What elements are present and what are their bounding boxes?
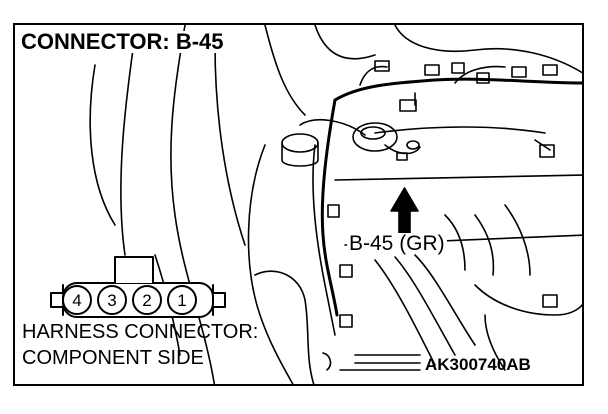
- component-side-label: COMPONENT SIDE: [22, 347, 204, 369]
- pin-label-3: 3: [107, 291, 117, 310]
- pin-label-2: 2: [142, 291, 152, 310]
- wiring-harness: [312, 65, 582, 336]
- figure-code-rule: [322, 352, 421, 371]
- harness-connector-drawing: [50, 256, 226, 318]
- pin-label-1: 1: [177, 291, 187, 310]
- harness-connector-label: HARNESS CONNECTOR:: [22, 321, 259, 343]
- connector-callout-label: B-45 (GR): [347, 232, 447, 255]
- harness-connectors: [327, 60, 558, 328]
- pin-label-4: 4: [72, 291, 82, 310]
- figure-code: AK300740AB: [425, 355, 531, 374]
- sensor-body: [352, 122, 421, 161]
- callout-arrow: [390, 187, 419, 237]
- diagram-title: CONNECTOR: B-45: [21, 31, 228, 53]
- lower-hoses: [374, 204, 582, 371]
- reservoir-cap: [281, 133, 319, 167]
